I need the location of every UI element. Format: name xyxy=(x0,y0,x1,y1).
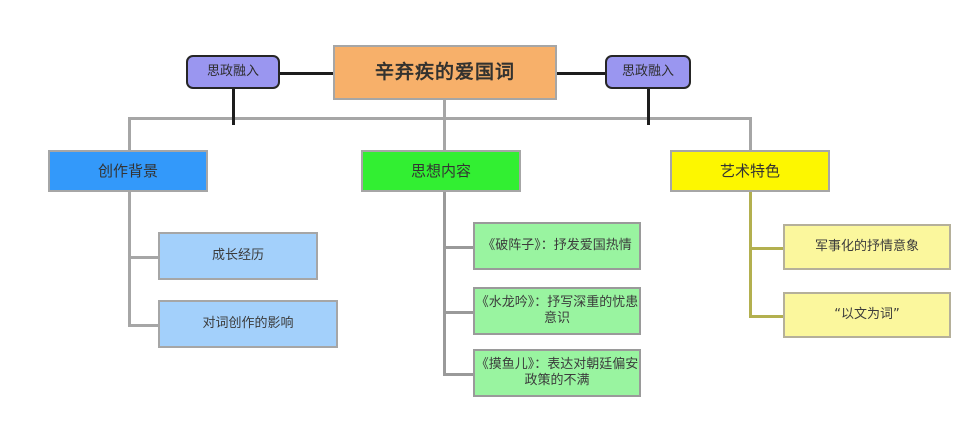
connector-spine-leg-left xyxy=(128,117,131,152)
branch-node-thought-content[interactable]: 思想内容 xyxy=(361,150,521,192)
leaf-node-military-imagery[interactable]: 军事化的抒情意象 xyxy=(783,224,951,270)
connector-root-stem xyxy=(443,100,446,120)
connector-branch-green-child-0 xyxy=(443,246,473,249)
connector-spine-leg-right xyxy=(749,117,752,152)
connector-branch-green-stem xyxy=(443,192,446,375)
branch-node-artistic-features[interactable]: 艺术特色 xyxy=(670,150,830,192)
leaf-node-moyuer[interactable]: 《摸鱼儿》：表达对朝廷偏安政策的不满 xyxy=(473,349,641,397)
branch-node-creative-background[interactable]: 创作背景 xyxy=(48,150,208,192)
leaf-node-shuilongyin[interactable]: 《水龙吟》：抒写深重的忧患意识 xyxy=(473,287,641,335)
connector-branch-yellow-child-0 xyxy=(749,247,783,250)
root-node[interactable]: 辛弃疾的爱国词 xyxy=(333,45,557,100)
connector-spine-leg-center xyxy=(443,117,446,152)
connector-annotation-left-to-root xyxy=(280,72,335,75)
annotation-node-left[interactable]: 思政融入 xyxy=(186,55,280,89)
connector-annotation-left-drop xyxy=(232,88,235,125)
annotation-node-right[interactable]: 思政融入 xyxy=(605,55,691,89)
connector-branch-blue-child-1 xyxy=(128,324,158,327)
connector-branch-yellow-stem xyxy=(749,192,752,318)
connector-branch-green-child-2 xyxy=(443,373,473,376)
leaf-node-growth-experience[interactable]: 成长经历 xyxy=(158,232,318,280)
connector-spine xyxy=(128,117,752,120)
connector-branch-yellow-child-1 xyxy=(749,315,783,318)
leaf-node-influence-on-ci[interactable]: 对词创作的影响 xyxy=(158,300,338,348)
connector-branch-blue-stem xyxy=(128,192,131,327)
connector-branch-green-child-1 xyxy=(443,311,473,314)
connector-annotation-right-drop xyxy=(647,88,650,125)
leaf-node-prose-as-ci[interactable]: “以文为词” xyxy=(783,292,951,338)
leaf-node-pozhenzi[interactable]: 《破阵子》：抒发爱国热情 xyxy=(473,222,641,270)
connector-annotation-right-to-root xyxy=(555,72,605,75)
connector-branch-blue-child-0 xyxy=(128,256,158,259)
